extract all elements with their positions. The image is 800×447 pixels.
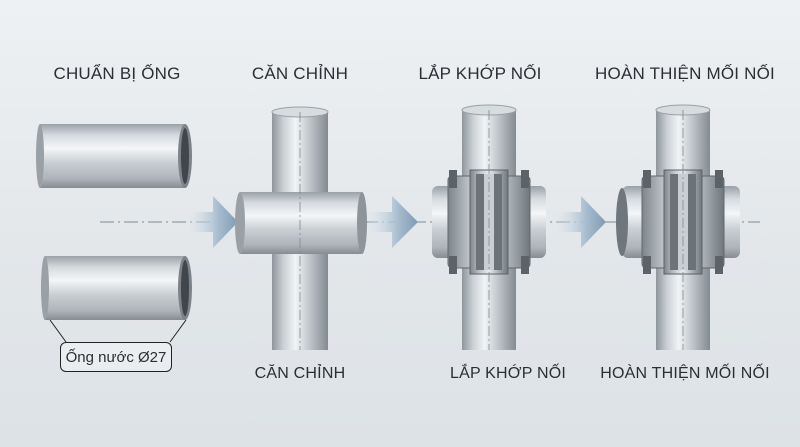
pipe-label-leader [49, 319, 67, 343]
step-2-caption: CĂN CHỈNH [254, 365, 346, 382]
pipe-size-label: Ống nước Ø27 [60, 342, 172, 372]
right-arrow-icon [368, 196, 418, 248]
pipe-label-leader-right [169, 319, 187, 343]
tee-alignment [235, 106, 367, 350]
pipe-bottom [41, 256, 192, 320]
step-1-title: CHUẨN BỊ ỐNG [53, 64, 181, 83]
step-3-title: LẮP KHỚP NỐI [418, 64, 542, 83]
right-arrow-icon [188, 196, 238, 248]
step-3-caption: LẮP KHỚP NỐI [449, 365, 567, 382]
right-arrow-icon [556, 196, 606, 248]
pipe-top [36, 124, 192, 188]
step-4-caption: HOÀN THIỆN MỐI NỐI [600, 365, 770, 382]
step-4-title: HOÀN THIỆN MỐI NỐI [595, 64, 775, 83]
finished-joint [616, 104, 740, 350]
step-2-title: CĂN CHỈNH [251, 64, 349, 83]
coupling-assembly [432, 104, 546, 350]
